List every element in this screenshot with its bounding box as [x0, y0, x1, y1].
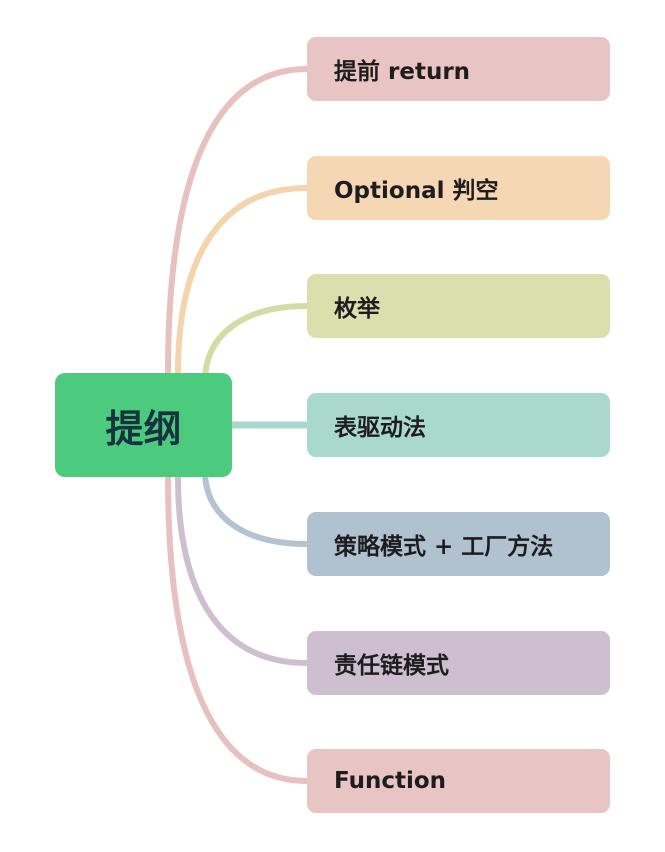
branch-connector	[202, 303, 310, 383]
branch-connector	[165, 66, 310, 376]
topic-optional-null-check[interactable]: Optional 判空	[307, 156, 610, 220]
topic-label: 提前 return	[334, 59, 471, 85]
branch-connector	[165, 474, 310, 784]
topic-strategy-factory[interactable]: 策略模式 + 工厂方法	[307, 512, 610, 576]
topic-label: 枚举	[334, 296, 380, 322]
root-topic-label: 提纲	[105, 406, 182, 451]
branch-connector	[202, 469, 310, 547]
topic-early-return[interactable]: 提前 return	[307, 37, 610, 101]
root-topic[interactable]: 提纲	[55, 373, 232, 477]
topic-function[interactable]: Function	[307, 749, 610, 813]
topic-label: 策略模式 + 工厂方法	[334, 534, 554, 560]
topic-enum[interactable]: 枚举	[307, 274, 610, 338]
topic-label: Function	[334, 768, 447, 794]
topic-label: 责任链模式	[334, 653, 449, 679]
branch-connector	[175, 185, 310, 376]
topic-table-driven[interactable]: 表驱动法	[307, 393, 610, 457]
topic-chain-of-responsibility[interactable]: 责任链模式	[307, 631, 610, 695]
topic-label: 表驱动法	[334, 415, 426, 441]
branch-connector	[175, 474, 310, 666]
topic-label: Optional 判空	[334, 178, 499, 204]
